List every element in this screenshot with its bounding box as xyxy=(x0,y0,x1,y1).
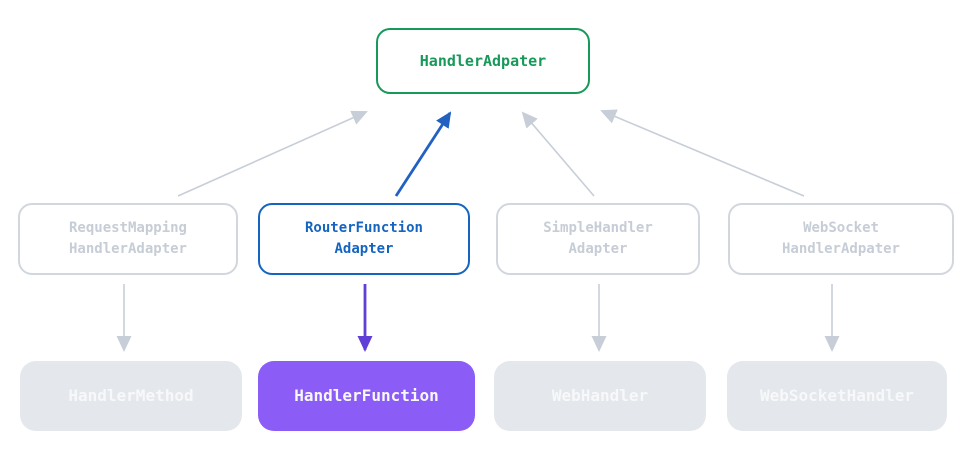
node-label: WebSocketHandler xyxy=(759,386,915,405)
node-label-line1: RequestMapping xyxy=(68,220,187,236)
node-label-line1: RouterFunction xyxy=(304,220,423,236)
node-label-line2: HandlerAdapter xyxy=(68,241,187,257)
node-label: HandlerMethod xyxy=(68,386,194,405)
node-label: WebHandler xyxy=(551,386,649,405)
arrow-requestmapping-to-handleradapter xyxy=(177,110,368,197)
node-routerfunction-adapter: RouterFunction Adapter xyxy=(258,203,470,275)
node-label-line2: Adapter xyxy=(334,241,394,257)
node-label-line2: Adapter xyxy=(568,241,628,257)
node-handlerfunction: HandlerFunction xyxy=(258,361,475,431)
node-label-line2: HandlerAdpater xyxy=(781,241,900,257)
node-websockethandler: WebSocketHandler xyxy=(727,361,947,431)
node-simplehandler-adapter: SimpleHandler Adapter xyxy=(496,203,700,275)
arrow-simplehandler-to-handleradapter xyxy=(521,111,595,197)
node-label: HandlerFunction xyxy=(294,386,439,405)
node-label-line1: SimpleHandler xyxy=(543,220,653,236)
node-webhandler: WebHandler xyxy=(494,361,706,431)
arrow-websocket-to-handleradapter xyxy=(600,109,805,197)
node-websocket-handleradapter: WebSocket HandlerAdpater xyxy=(728,203,954,275)
node-label-line1: WebSocket xyxy=(803,220,879,236)
node-requestmapping-handleradapter: RequestMapping HandlerAdapter xyxy=(18,203,238,275)
node-label: HandlerAdpater xyxy=(419,52,547,70)
node-handleradapter: HandlerAdpater xyxy=(376,28,590,94)
node-handlermethod: HandlerMethod xyxy=(20,361,242,431)
arrow-routerfunction-to-handleradapter xyxy=(394,111,452,197)
